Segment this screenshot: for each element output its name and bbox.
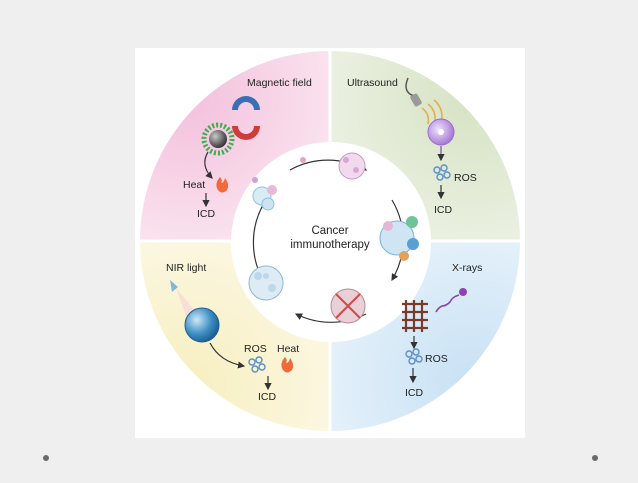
tumor-cluster-left-bottom <box>248 265 284 301</box>
br-ros-label: ROS <box>425 353 448 365</box>
laser-icon <box>170 280 196 316</box>
immune-cell-cluster-right <box>379 216 419 261</box>
tr-icd-label: ICD <box>434 204 453 216</box>
ultrasound-title: Ultrasound <box>347 77 398 89</box>
x-rays-title: X-rays <box>452 262 482 274</box>
slide-nav-dot-right <box>592 455 598 461</box>
tl-icd-label: ICD <box>197 208 216 220</box>
mof-lattice-icon <box>402 300 428 332</box>
magnet-icon <box>232 96 260 140</box>
cell-cluster-top <box>300 152 366 180</box>
slide-nav-dot-left <box>43 455 49 461</box>
flame-icon <box>216 177 229 193</box>
ros-icon-bottom-right <box>405 348 423 365</box>
bl-heat-label: Heat <box>277 343 299 355</box>
center-label-line1: Cancer <box>311 225 348 237</box>
magnetic-nanoparticle-icon <box>201 122 235 156</box>
magnetic-field-title: Magnetic field <box>247 77 312 89</box>
tr-ros-label: ROS <box>454 172 477 184</box>
bl-icd-label: ICD <box>258 391 277 403</box>
center-label-line2: immunotherapy <box>290 239 370 251</box>
bl-ros-label: ROS <box>244 343 267 355</box>
flame-icon-bottom <box>281 357 294 373</box>
nir-light-title: NIR light <box>166 262 206 274</box>
photothermal-nanoparticle-icon <box>184 307 220 343</box>
ultrasound-probe-icon <box>405 77 422 107</box>
x-ray-beam-icon <box>435 288 467 313</box>
br-icd-label: ICD <box>405 387 424 399</box>
tumor-cells-left-top <box>252 177 277 211</box>
dying-tumor-cell-bottom <box>330 288 366 324</box>
ros-icon-top-right <box>433 164 451 181</box>
tl-heat-label: Heat <box>183 179 205 191</box>
ros-icon-bottom-left <box>248 356 266 373</box>
sonosensitizer-particle-icon <box>427 118 455 146</box>
